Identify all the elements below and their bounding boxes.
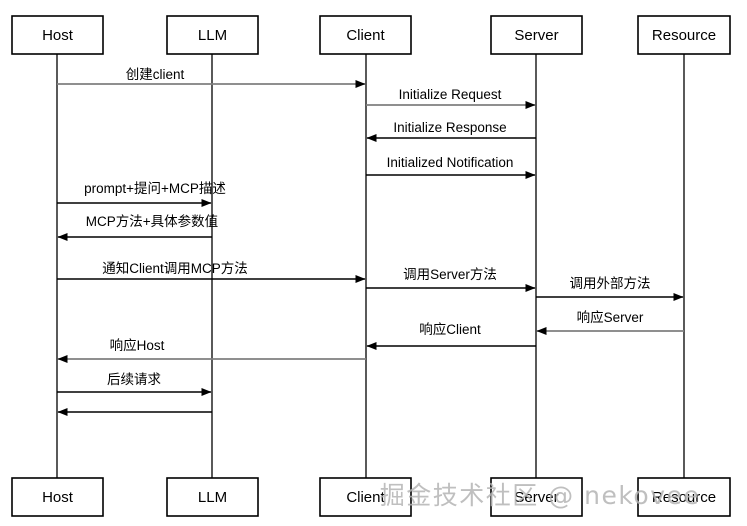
actor-label-server-top: Server [514, 27, 558, 44]
actor-box-host-top[interactable]: Host [11, 15, 104, 55]
actor-box-resource-top[interactable]: Resource [637, 15, 731, 55]
actor-box-rect-client-bottom [319, 477, 412, 517]
actor-box-llm-bottom[interactable]: LLM [166, 477, 259, 517]
actor-label-host-bottom: Host [42, 489, 74, 506]
actor-box-server-bottom[interactable]: Server [490, 477, 583, 517]
actor-box-rect-server-top [490, 15, 583, 55]
message-label-m5: prompt+提问+MCP描述 [84, 181, 226, 196]
message-label-m3: Initialize Response [393, 120, 506, 135]
actor-box-rect-client-top [319, 15, 412, 55]
actor-box-rect-resource-top [637, 15, 731, 55]
actor-label-resource-top: Resource [652, 27, 716, 44]
message-label-m2: Initialize Request [399, 87, 502, 102]
message-label-m7: 通知Client调用MCP方法 [102, 260, 248, 276]
actor-box-llm-top[interactable]: LLM [166, 15, 259, 55]
actor-box-resource-bottom[interactable]: Resource [637, 477, 731, 517]
message-label-m4: Initialized Notification [387, 155, 514, 170]
actor-label-llm-bottom: LLM [198, 489, 227, 506]
watermark-group: 掘金技术社区 @ nekovee [380, 481, 701, 510]
message-label-m1: 创建client [126, 67, 185, 82]
actor-box-client-top[interactable]: Client [319, 15, 412, 55]
actor-label-client-bottom: Client [346, 489, 385, 506]
lifelines-group [56, 54, 685, 478]
message-label-m13: 后续请求 [107, 372, 161, 387]
message-label-m10: 响应Server [577, 309, 644, 325]
actor-label-server-bottom: Server [514, 489, 558, 506]
watermark-label: 掘金技术社区 @ nekovee [380, 481, 701, 510]
actor-box-rect-resource-bottom [637, 477, 731, 517]
actor-box-rect-host-bottom [11, 477, 104, 517]
actor-box-client-bottom[interactable]: Client [319, 477, 412, 517]
message-label-m11: 响应Client [419, 321, 481, 337]
actor-box-rect-host-top [11, 15, 104, 55]
actor-label-host-top: Host [42, 27, 74, 44]
actor-box-rect-llm-top [166, 15, 259, 55]
message-label-m6: MCP方法+具体参数值 [86, 213, 218, 229]
message-label-m8: 调用Server方法 [403, 267, 497, 282]
actor-label-resource-bottom: Resource [652, 489, 716, 506]
actor-label-llm-top: LLM [198, 27, 227, 44]
actor-box-rect-llm-bottom [166, 477, 259, 517]
actor-label-client-top: Client [346, 27, 385, 44]
message-label-m12: 响应Host [110, 337, 165, 353]
message-label-m9: 调用外部方法 [570, 276, 651, 291]
actor-box-rect-server-bottom [490, 477, 583, 517]
actor-box-host-bottom[interactable]: Host [11, 477, 104, 517]
actor-box-server-top[interactable]: Server [490, 15, 583, 55]
